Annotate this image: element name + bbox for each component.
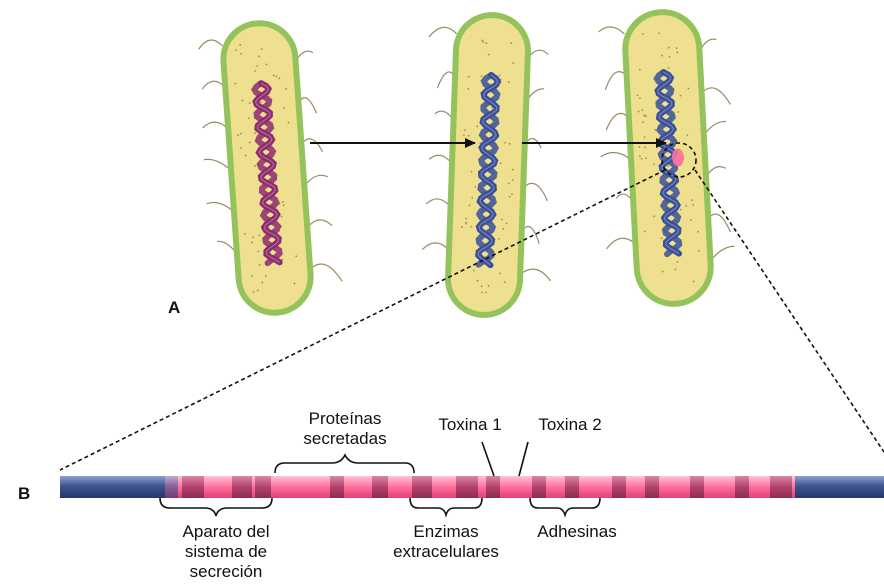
gene-band bbox=[645, 476, 659, 498]
label-aparato-secrecion: Aparato del sistema de secreción bbox=[183, 522, 270, 582]
toxina1-leader bbox=[482, 442, 494, 476]
zoom-line-right bbox=[695, 170, 884, 452]
bacterium-original bbox=[194, 19, 344, 317]
bacterium-with-island bbox=[593, 9, 740, 308]
gene-band bbox=[372, 476, 388, 498]
label-toxina-2: Toxina 2 bbox=[538, 415, 601, 435]
gene-band bbox=[486, 476, 500, 498]
label-adhesinas: Adhesinas bbox=[537, 522, 616, 542]
brace-enzimas bbox=[410, 498, 482, 515]
bacterium-recipient bbox=[419, 13, 559, 317]
gene-band bbox=[330, 476, 344, 498]
label-toxina-1: Toxina 1 bbox=[438, 415, 501, 435]
panel-label-a: A bbox=[168, 298, 180, 318]
label-enzimas-extracelulares: Enzimas extracelulares bbox=[393, 522, 499, 562]
gene-band bbox=[532, 476, 546, 498]
panel-label-b: B bbox=[18, 484, 30, 504]
gene-band bbox=[735, 476, 749, 498]
gene-band bbox=[232, 476, 252, 498]
strand-left bbox=[60, 476, 170, 498]
gene-band bbox=[612, 476, 626, 498]
gene-band bbox=[565, 476, 579, 498]
bacteria-row bbox=[194, 9, 740, 317]
gene-band bbox=[182, 476, 204, 498]
brace-aparato bbox=[160, 498, 272, 516]
toxina2-leader bbox=[519, 442, 528, 476]
gene-band bbox=[690, 476, 704, 498]
brace-adhesinas bbox=[530, 498, 600, 515]
gene-band bbox=[770, 476, 792, 498]
label-proteinas-secretadas: Proteínas secretadas bbox=[303, 409, 386, 449]
dna-strand bbox=[60, 476, 884, 498]
brace-proteinas bbox=[275, 455, 414, 473]
strand-right bbox=[790, 476, 884, 498]
gene-band bbox=[456, 476, 478, 498]
gene-band bbox=[412, 476, 432, 498]
gene-band bbox=[255, 476, 271, 498]
